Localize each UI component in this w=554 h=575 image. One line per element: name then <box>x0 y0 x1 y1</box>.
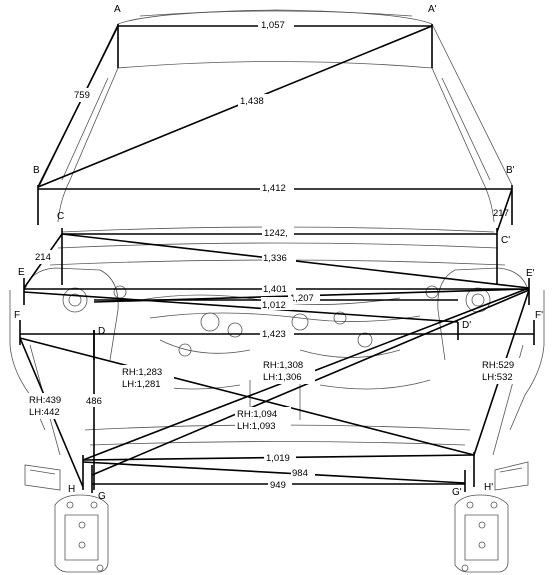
label-a-prime: A' <box>428 4 437 15</box>
dim-label-b-b: 1,412 <box>262 183 286 194</box>
dimension-labels: 1,057 759 1,438 1,412 217 1242, 1,336 21… <box>27 18 522 491</box>
dim-label-h-h: 1,019 <box>266 453 290 464</box>
label-f-prime: F' <box>535 310 543 321</box>
label-g-prime: G' <box>452 487 462 498</box>
label-e: E <box>18 267 25 278</box>
dim-label-g-g: 949 <box>270 480 286 491</box>
dim-label-g-e-lh: LH:1,093 <box>237 421 276 432</box>
label-a: A <box>114 4 121 15</box>
dim-label-e-h-right-rh: RH:529 <box>482 360 514 371</box>
dim-line-h-g <box>82 461 466 484</box>
label-h-prime: H' <box>484 482 493 493</box>
dim-label-c-c: 1242, <box>264 228 288 239</box>
point-markers <box>19 24 535 493</box>
label-b: B <box>33 165 40 176</box>
dim-label-d-e: 1,207 <box>290 293 314 304</box>
label-g: G <box>98 491 106 502</box>
label-b-prime: B' <box>506 165 515 176</box>
dim-label-f-h-rh: RH:1,283 <box>122 367 162 378</box>
label-f: F <box>14 310 20 321</box>
dim-line-e-d <box>23 291 459 323</box>
dim-label-f-g-lh: LH:442 <box>29 407 60 418</box>
dim-label-e-c: 214 <box>35 252 51 263</box>
dim-label-a-b: 759 <box>74 90 90 101</box>
label-c-prime: C' <box>501 235 510 246</box>
dim-label-d-d-top: 1,012 <box>262 300 286 311</box>
dim-label-f-h-lh: LH:1,281 <box>122 379 161 390</box>
dim-label-e-h-rh: RH:1,308 <box>263 360 303 371</box>
dim-label-d-g: 486 <box>86 396 102 407</box>
label-d-prime: D' <box>462 320 471 331</box>
dim-label-f-g-rh: RH:439 <box>29 395 61 406</box>
dim-label-a-a: 1,057 <box>261 20 285 31</box>
dim-line-b-a <box>37 25 433 188</box>
dim-label-b-a: 1,438 <box>240 96 264 107</box>
dim-label-f-f: 1,423 <box>262 329 286 340</box>
dim-line-b-c <box>496 188 513 233</box>
dim-label-e-h-lh: LH:1,306 <box>263 372 302 383</box>
label-e-prime: E' <box>526 268 535 279</box>
dim-line-a-b <box>37 25 119 188</box>
dim-label-e-h-right-lh: LH:532 <box>482 372 513 383</box>
point-labels: A A' B B' C C' D D' E E' F F' G G' H H' <box>14 4 543 502</box>
dim-label-b-c: 217 <box>493 208 509 219</box>
label-c: C <box>57 211 64 222</box>
dim-label-g-e-rh: RH:1,094 <box>237 409 277 420</box>
label-d: D <box>98 326 105 337</box>
dim-label-c-e: 1,336 <box>263 253 287 264</box>
label-h: H <box>68 484 75 495</box>
dim-label-h-g: 984 <box>292 468 308 479</box>
dim-label-e-e: 1,401 <box>263 284 287 295</box>
